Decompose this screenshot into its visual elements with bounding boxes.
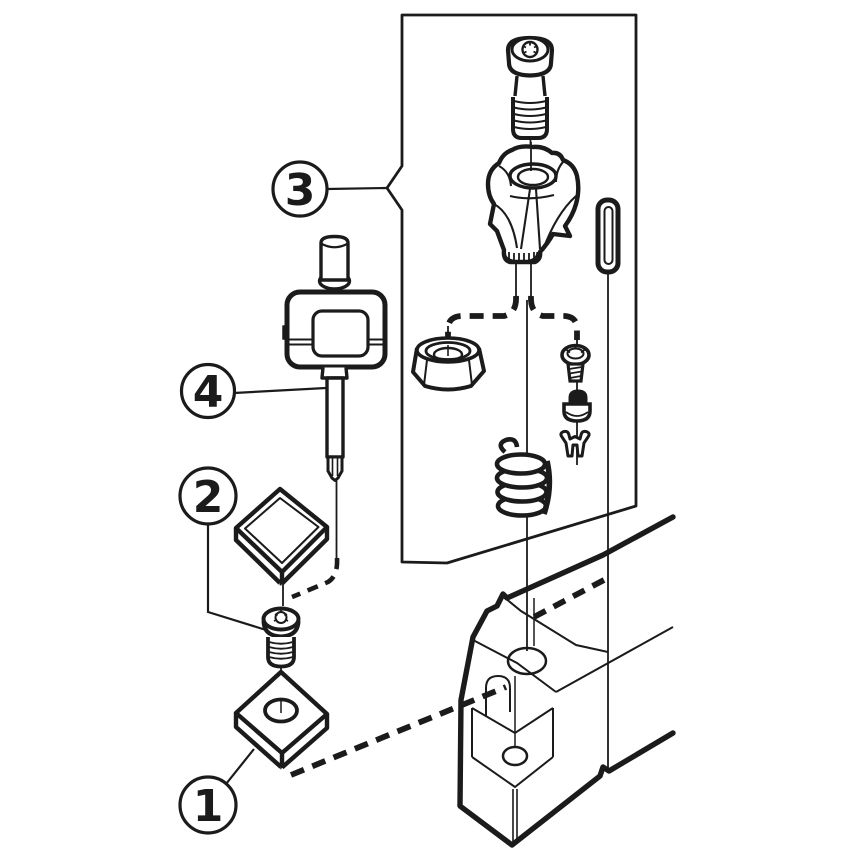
pocket-floor-hole [501, 745, 529, 767]
callouts: 3 4 2 1 [178, 160, 388, 835]
adjustment-screw [560, 343, 591, 383]
key-to-screw-dashed [291, 557, 340, 600]
pocket-floor-edges [471, 756, 554, 789]
callout-3-leader [326, 186, 388, 191]
holder-outline [457, 514, 676, 848]
assembly-paths [289, 295, 606, 778]
insert-to-pocket-dashed [289, 684, 508, 778]
spring [494, 437, 553, 518]
callout-3: 3 [271, 160, 388, 218]
callout-1-circle [178, 775, 238, 835]
key-top-cylinder [319, 234, 350, 282]
shim-screw [261, 606, 301, 669]
callout-3-circle [271, 160, 329, 218]
shim-thickness-edges [233, 527, 330, 586]
callout-2-number: 2 [193, 472, 224, 523]
callout-4-number: 4 [193, 367, 224, 418]
lock-nut [411, 336, 486, 392]
holder-shank-edge [555, 626, 674, 693]
plunger [562, 389, 592, 423]
callout-4-leader [233, 386, 327, 395]
spring-wire-end [541, 460, 553, 515]
dowel-pin [595, 197, 621, 275]
shim-bevel [244, 497, 320, 564]
callout-4: 4 [179, 362, 327, 420]
callout-2: 2 [178, 466, 267, 632]
callout-1-number: 1 [193, 781, 224, 832]
head-front-corner-edge [512, 789, 518, 843]
callout-1-leader [225, 748, 255, 785]
callout-4-circle [179, 362, 237, 420]
holder-top-ridge [504, 597, 609, 653]
torx-socket [521, 40, 539, 59]
pocket-corner-edges [471, 708, 554, 757]
nut-facet-lines [423, 359, 473, 386]
pocket-rim-edges [471, 707, 554, 735]
callout-2-circle [178, 466, 238, 526]
screw-neck [513, 75, 547, 97]
cutting-insert [233, 669, 330, 770]
clamp [485, 142, 581, 265]
torque-key [282, 234, 388, 482]
spring-top-curl [498, 437, 520, 454]
pocket-relief-slot [485, 674, 511, 716]
holder-front-edge [472, 639, 557, 693]
socket-head-screw [505, 35, 555, 140]
pin-to-bore-dashed [532, 577, 606, 620]
shim-plate [233, 486, 330, 586]
tool-holder-body [457, 514, 676, 848]
insert-thickness-edges [233, 713, 330, 770]
callout-3-number: 3 [285, 165, 316, 216]
key-side-button [282, 325, 290, 340]
key-window [311, 309, 370, 358]
group-bracket [385, 13, 638, 565]
nut-path-dashed [445, 295, 519, 340]
callout-2-leader [206, 524, 267, 632]
clamp-tip-lines [515, 261, 532, 300]
screw-thread-ribs [513, 100, 547, 130]
key-torx-tip [326, 455, 344, 482]
clamp-facet-lines [493, 161, 577, 251]
adjuster-path-dashed [528, 295, 580, 340]
fork-clip [559, 429, 591, 458]
clamp-foot [502, 251, 540, 264]
shim-screw-thread [266, 637, 296, 669]
key-shaft [325, 376, 345, 459]
callout-1: 1 [178, 748, 255, 835]
